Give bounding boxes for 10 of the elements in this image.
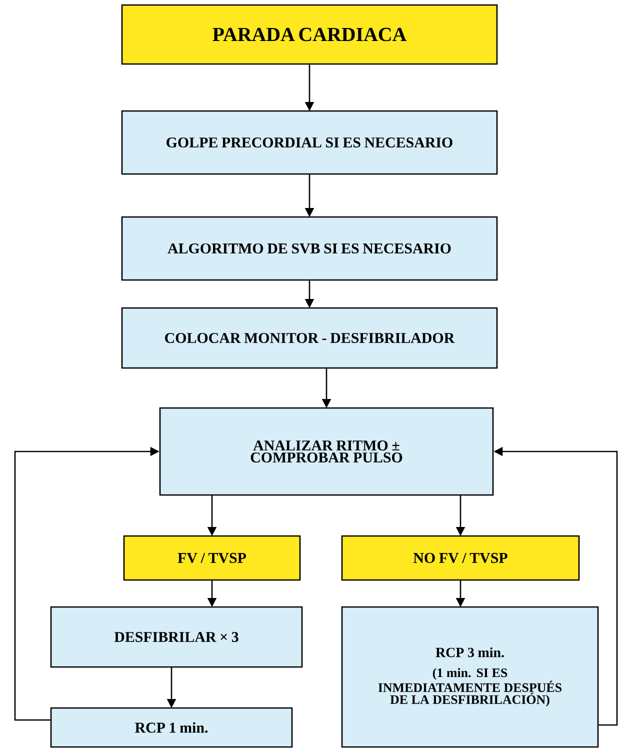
condition-box: FV / TVSP [123,535,301,581]
title-box: PARADA CARDIACA [121,4,498,65]
process-box: COLOCAR MONITOR - DESFIBRILADOR [121,307,498,369]
process-box: RCP 3 min. (1 min. SI ES INMEDIATAMENTE DESPUÉS DE LA DESFIBRILACIÓN) [341,606,599,748]
condition-box: NO FV / TVSP [341,535,580,581]
process-box: DESFIBRILAR × 3 [50,606,303,668]
process-box: GOLPE PRECORDIAL SI ES NECESARIO [121,110,498,175]
process-box: RCP 1 min. [50,707,293,748]
process-box: ALGORITMO DE SVB SI ES NECESARIO [121,216,498,281]
process-box: ANALIZAR RITMO ± COMPROBAR PULSO [159,407,494,496]
